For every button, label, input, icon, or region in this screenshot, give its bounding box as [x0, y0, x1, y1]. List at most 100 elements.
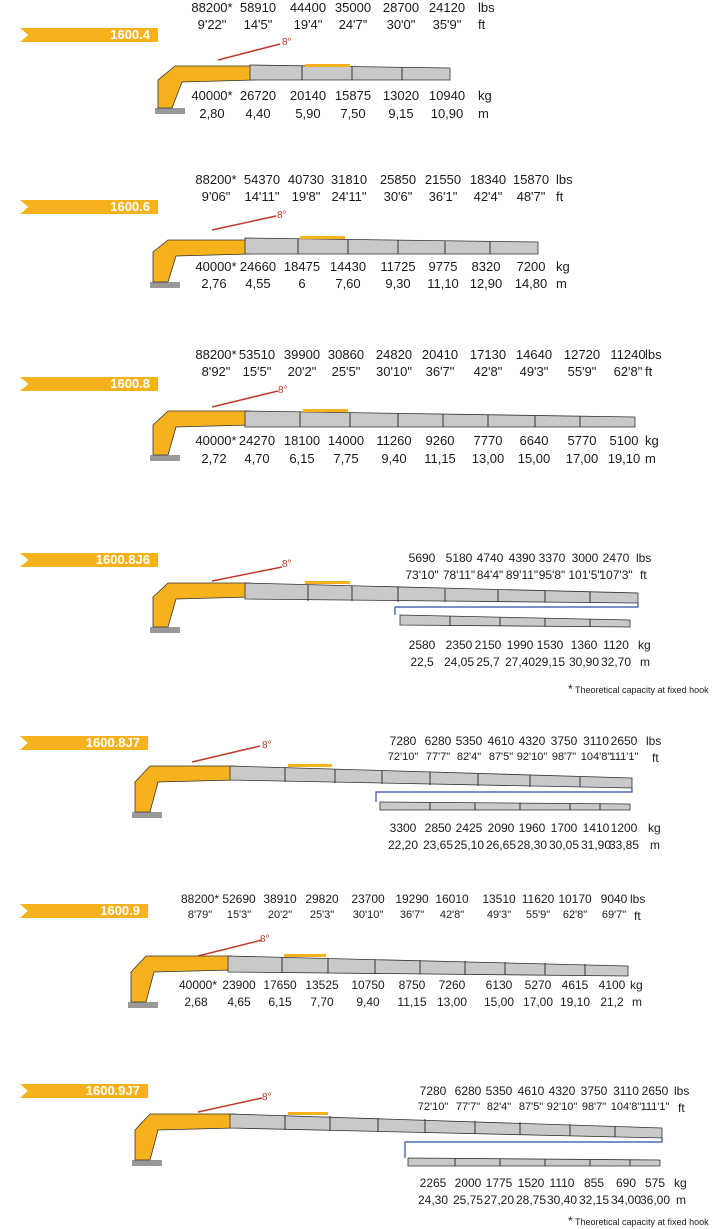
m-value: 31,90 — [580, 838, 612, 852]
lbs-value: 19290 — [395, 892, 429, 906]
kg-value: 40000* — [178, 978, 218, 992]
ft-value: 82'4" — [456, 751, 482, 763]
ft-value: 104'8" — [580, 751, 612, 763]
unit-lbs: lbs — [645, 347, 662, 362]
angle-label: 8° — [260, 934, 270, 945]
m-value: 11,10 — [427, 276, 459, 291]
unit-m: m — [632, 995, 642, 1009]
ft-value: 35'9" — [432, 17, 462, 32]
lbs-value: 25850 — [379, 172, 417, 187]
kg-value: 1700 — [550, 821, 578, 835]
unit-lbs: lbs — [646, 734, 662, 748]
m-value: 11,15 — [397, 995, 427, 1009]
model-tag: 1600.8 — [20, 377, 158, 391]
kg-value: 9775 — [428, 259, 458, 274]
m-value: 27,40 — [504, 655, 536, 669]
model-tag: 1600.6 — [20, 200, 158, 214]
kg-value: 40000* — [195, 259, 237, 274]
lbs-value: 14640 — [515, 347, 553, 362]
m-value: 19,10 — [559, 995, 591, 1009]
angle-label: 8° — [282, 559, 292, 570]
kg-value: 8320 — [471, 259, 501, 274]
lbs-value: 5350 — [485, 1084, 513, 1098]
lbs-value: 40730 — [287, 172, 325, 187]
lbs-value: 17130 — [469, 347, 507, 362]
lbs-value: 38910 — [263, 892, 297, 906]
m-value: 5,90 — [295, 106, 321, 121]
model-tag: 1600.8J6 — [20, 553, 158, 567]
m-value: 24,05 — [443, 655, 475, 669]
kg-value: 1110 — [549, 1176, 575, 1190]
ft-value: 24'11" — [331, 189, 367, 204]
m-value: 6,15 — [289, 451, 315, 466]
ft-value: 8'92" — [201, 364, 231, 379]
angle-label: 8° — [282, 37, 292, 48]
kg-value: 17650 — [263, 978, 297, 992]
ft-value: 101'5" — [568, 568, 602, 582]
angle-label: 8° — [262, 1092, 272, 1103]
section-1600-4: 1600.4 8° 88200* 58910 44400 35000 28700… — [0, 0, 720, 130]
kg-value: 2150 — [474, 638, 502, 652]
unit-lbs: lbs — [556, 172, 573, 187]
kg-value: 4100 — [598, 978, 626, 992]
ft-value: 30'10" — [352, 909, 384, 921]
m-value: 7,50 — [340, 106, 366, 121]
lbs-value: 35000 — [334, 0, 372, 15]
ft-value: 42'8" — [439, 909, 465, 921]
kg-value: 5270 — [524, 978, 552, 992]
model-tag: 1600.8J7 — [20, 736, 148, 750]
unit-kg: kg — [630, 978, 643, 992]
kg-value: 4615 — [561, 978, 589, 992]
lbs-value: 11240 — [610, 347, 646, 362]
lbs-value: 13510 — [482, 892, 516, 906]
ft-value: 72'10" — [417, 1101, 449, 1113]
lbs-value: 3750 — [550, 734, 578, 748]
kg-value: 2425 — [455, 821, 483, 835]
ft-value: 77'7" — [425, 751, 451, 763]
ft-value: 111'1" — [640, 1101, 670, 1113]
ft-value: 107'3" — [599, 568, 633, 582]
kg-value: 15875 — [334, 88, 372, 103]
ft-value: 84'4" — [476, 568, 504, 582]
angle-label: 8° — [262, 740, 272, 751]
kg-value: 13525 — [305, 978, 339, 992]
m-value: 27,20 — [483, 1193, 515, 1207]
ft-value: 98'7" — [581, 1101, 607, 1113]
ft-value: 95'8" — [538, 568, 566, 582]
lbs-value: 3750 — [580, 1084, 608, 1098]
crane-diagram — [132, 1097, 663, 1167]
kg-value: 1360 — [570, 638, 598, 652]
ft-value: 42'4" — [473, 189, 503, 204]
section-1600-9: 1600.9 8° 88200* 52690 38910 29820 23700… — [0, 888, 720, 1028]
unit-kg: kg — [645, 433, 659, 448]
footnote-star: * — [568, 682, 573, 696]
ft-value: 49'3" — [519, 364, 549, 379]
lbs-value: 88200* — [195, 172, 237, 187]
crane-diagram — [132, 745, 633, 818]
m-value: 36,00 — [639, 1193, 671, 1207]
crane-diagram — [150, 566, 639, 633]
m-value: 22,5 — [410, 655, 434, 669]
unit-m: m — [478, 106, 489, 121]
m-value: 7,75 — [333, 451, 359, 466]
unit-m: m — [640, 655, 650, 669]
lbs-value: 23700 — [351, 892, 385, 906]
angle-label: 8° — [278, 385, 288, 396]
m-value: 15,00 — [483, 995, 515, 1009]
kg-value: 855 — [583, 1176, 605, 1190]
kg-value: 2000 — [454, 1176, 482, 1190]
section-1600-8: 1600.8 8° 88200* 53510 39900 30860 24820… — [0, 345, 720, 475]
ft-value: 19'4" — [293, 17, 323, 32]
ft-value: 9'06" — [201, 189, 231, 204]
lbs-value: 2650 — [610, 734, 638, 748]
kg-value: 7200 — [516, 259, 546, 274]
kg-value: 575 — [644, 1176, 666, 1190]
lbs-value: 10170 — [558, 892, 592, 906]
lbs-value: 2650 — [641, 1084, 669, 1098]
unit-m: m — [650, 838, 660, 852]
m-value: 4,65 — [227, 995, 251, 1009]
m-value: 28,75 — [515, 1193, 547, 1207]
unit-kg: kg — [674, 1176, 687, 1190]
ft-value: 98'7" — [551, 751, 577, 763]
crane-diagram — [150, 215, 539, 288]
